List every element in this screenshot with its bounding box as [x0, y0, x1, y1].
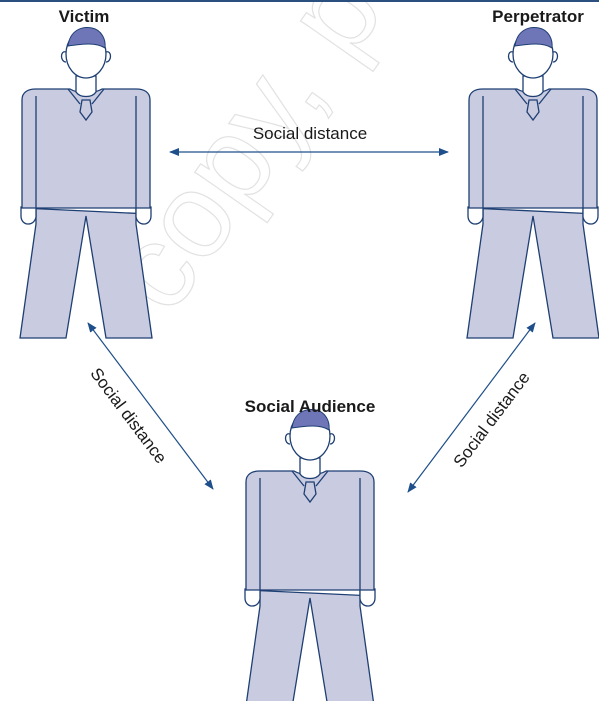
victim-perpetrator-distance-label: Social distance: [253, 124, 367, 143]
audience-label: Social Audience: [245, 397, 376, 416]
perpetrator-figure: [466, 26, 599, 339]
victim-figure: [19, 26, 153, 339]
victim-label: Victim: [59, 7, 110, 26]
audience-figure: [243, 408, 377, 701]
victim-audience-arrow: [87, 322, 214, 490]
perpetrator-audience-arrow: [407, 322, 536, 493]
perpetrator-label: Perpetrator: [492, 7, 584, 26]
